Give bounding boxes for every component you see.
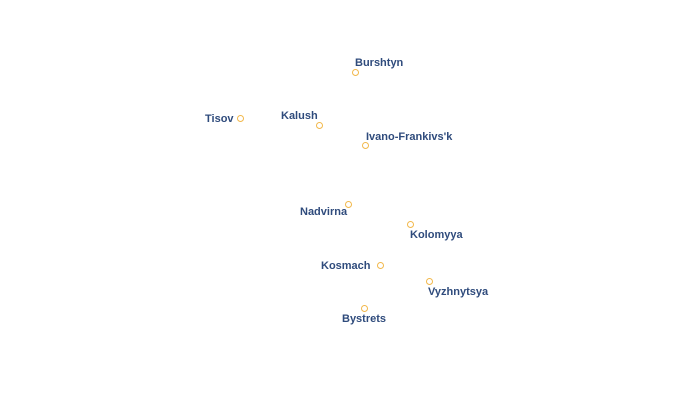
city-label-bystrets: Bystrets <box>342 313 387 325</box>
city-label-burshtyn: Burshtyn <box>355 57 404 69</box>
city-marker-burshtyn[interactable] <box>352 69 359 76</box>
city-label-ivano-frankivsk: Ivano-Frankivs'k <box>366 131 453 143</box>
city-marker-bystrets[interactable] <box>361 305 368 312</box>
city-marker-vyzhnytsya[interactable] <box>426 278 433 285</box>
city-marker-nadvirna[interactable] <box>345 201 352 208</box>
city-label-vyzhnytsya: Vyzhnytsya <box>428 286 489 298</box>
city-marker-ivano-frankivsk[interactable] <box>362 142 369 149</box>
city-marker-kalush[interactable] <box>316 122 323 129</box>
city-label-tisov: Tisov <box>205 113 234 125</box>
city-marker-kolomyya[interactable] <box>407 221 414 228</box>
city-label-nadvirna: Nadvirna <box>300 206 348 218</box>
city-label-kalush: Kalush <box>281 110 318 122</box>
city-marker-tisov[interactable] <box>237 115 244 122</box>
city-label-kosmach: Kosmach <box>321 260 371 272</box>
city-label-kolomyya: Kolomyya <box>410 229 463 241</box>
city-marker-kosmach[interactable] <box>377 262 384 269</box>
